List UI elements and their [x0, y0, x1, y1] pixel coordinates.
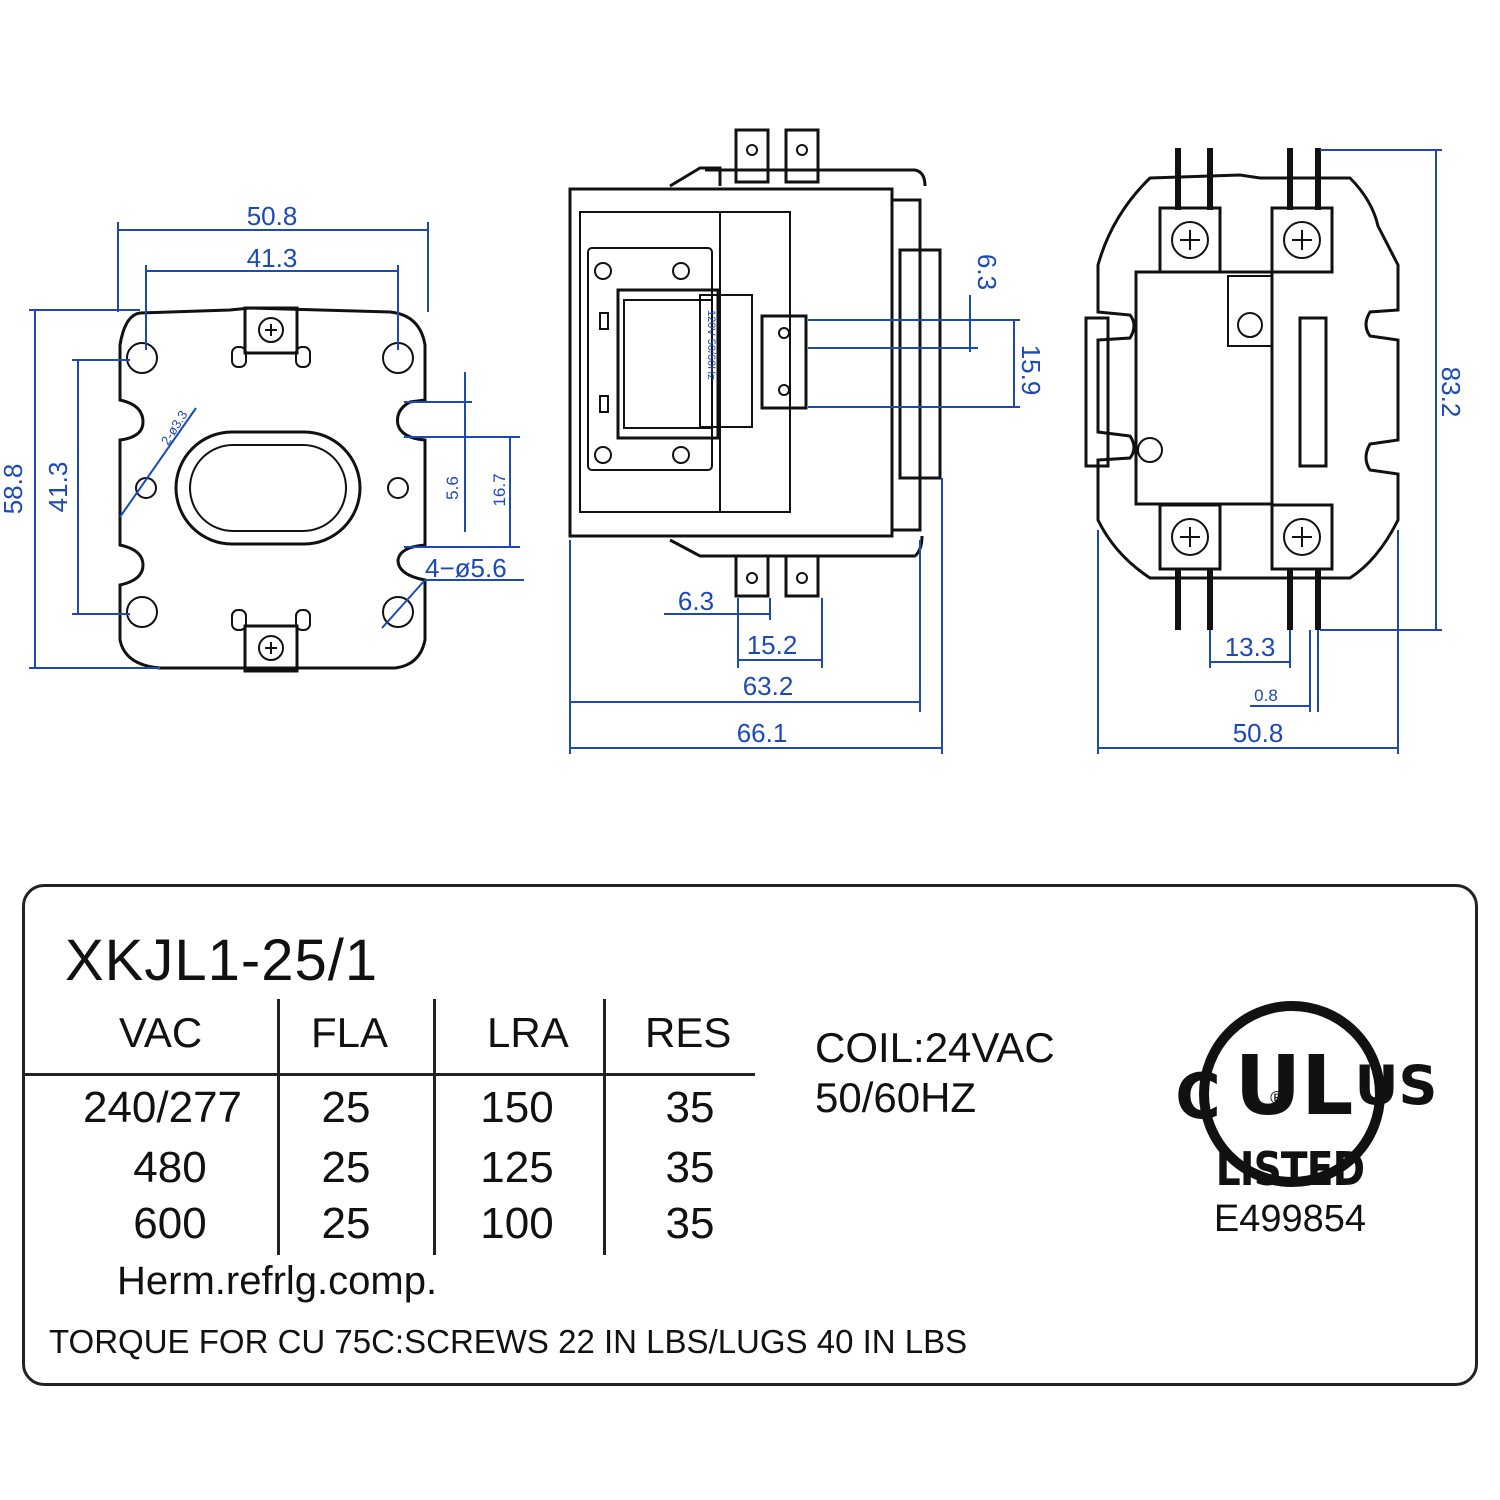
lug-bottom-left-screw-icon: [1171, 518, 1209, 556]
table-cell: 600: [133, 1199, 207, 1248]
ul-ring: [1199, 1001, 1385, 1187]
bottom-terminal: [243, 624, 299, 673]
dim-front-width: 50.8: [1233, 718, 1284, 748]
dim-bottom-terminal-span: 15.2: [747, 630, 798, 660]
bottom-left-tab: [734, 554, 770, 598]
hole-bottom-right: [382, 596, 414, 628]
mounting-plate-view: 50.8 41.3 58.8 41.3 5.6 16.7 4−ø5.6 2-ø3…: [0, 201, 524, 673]
front-view: 83.2 13.3 0.8 50.8: [1084, 148, 1466, 754]
table-cell: 25: [321, 1083, 371, 1132]
top-left-tab: [734, 128, 770, 184]
dim-plate-height: 58.8: [0, 464, 28, 515]
coil-label-plate: [699, 294, 753, 428]
registered-icon: ®: [1268, 1088, 1286, 1109]
model-number: XKJL1-25/1: [65, 928, 379, 993]
table-cell: 100: [480, 1199, 554, 1248]
dim-slot-span: 16.7: [490, 473, 509, 506]
coil-frequency: 50/60HZ: [815, 1074, 977, 1121]
plate-outline: [118, 306, 427, 670]
dim-mounting-holes: 4−ø5.6: [425, 553, 507, 583]
ul-us-letters: US: [1355, 1054, 1438, 1117]
table-cell: 35: [665, 1143, 715, 1192]
hole-bottom-left: [126, 596, 158, 628]
dim-gap: 0.8: [1254, 686, 1278, 705]
table-header-rule: [25, 1073, 755, 1076]
top-terminal: [243, 306, 299, 355]
front-center-block: [1134, 270, 1274, 506]
table-cell: 35: [665, 1199, 715, 1248]
front-right-bracket: [1298, 316, 1328, 468]
header-fla: FLA: [311, 1009, 389, 1056]
ul-letters: UL: [1235, 1039, 1354, 1134]
top-right-tab: [784, 128, 820, 184]
dim-lug-spacing: 13.3: [1225, 632, 1276, 662]
lug-bottom-left: [1158, 503, 1222, 571]
lug-bottom-right: [1270, 503, 1334, 571]
spec-panel: XKJL1-25/1 VAC FLA LRA RES 240/277 25 15…: [22, 884, 1478, 1386]
lug-bottom-right-screw-icon: [1283, 518, 1321, 556]
lug-top-left-screw-icon: [1171, 221, 1209, 259]
header-vac: VAC: [119, 1009, 203, 1056]
ul-listed-text: LISTED: [1215, 1142, 1365, 1196]
front-left-bracket: [1084, 316, 1110, 468]
dim-overall-width: 66.1: [737, 718, 788, 748]
dim-hole-spacing-y: 41.3: [43, 462, 73, 513]
coil: [616, 288, 720, 440]
side-view: 120V 50/60Hz: [568, 128, 1046, 754]
header-res: RES: [645, 1009, 732, 1056]
side-bracket: [898, 248, 942, 480]
dim-small-holes: 2-ø3.3: [158, 408, 191, 448]
dim-terminal-width: 6.3: [972, 254, 1002, 290]
hole-top-left: [126, 342, 158, 374]
lug-top-left: [1158, 206, 1222, 274]
table-divider: [603, 999, 606, 1255]
side-rail: [890, 198, 922, 532]
table-divider: [277, 999, 280, 1255]
header-lra: LRA: [487, 1009, 569, 1056]
coil-rating-label: 120V 50/60Hz: [705, 310, 717, 380]
dim-front-height: 83.2: [1436, 367, 1466, 418]
table-cell: 150: [480, 1083, 554, 1132]
ul-c-letter: C: [1175, 1060, 1221, 1133]
table-cell: 240/277: [82, 1083, 243, 1132]
center-oval-inner: [189, 444, 347, 532]
top-screw-icon: [258, 317, 284, 343]
bottom-right-tab: [784, 554, 820, 598]
dim-hole-spacing-x: 41.3: [247, 243, 298, 273]
side-terminal: [760, 314, 808, 410]
table-divider: [433, 999, 436, 1255]
front-body-outline: [1096, 173, 1400, 580]
lug-top-right-screw-icon: [1283, 221, 1321, 259]
table-cell: 125: [480, 1143, 554, 1192]
dim-body-width: 63.2: [743, 671, 794, 701]
torque-spec: TORQUE FOR CU 75C:SCREWS 22 IN LBS/LUGS …: [49, 1323, 968, 1360]
dim-bottom-terminal-width: 6.3: [678, 586, 714, 616]
dim-terminal-span: 15.9: [1016, 345, 1046, 396]
ul-file-number: E499854: [1213, 1198, 1367, 1240]
table-cell: 25: [321, 1143, 371, 1192]
center-oval-outer: [174, 430, 362, 546]
ul-listed-mark: C US UL ®: [1175, 1001, 1438, 1187]
bottom-screw-icon: [258, 635, 284, 661]
coil-rating: COIL:24VAC 50/60HZ: [815, 1023, 1055, 1123]
dim-plate-width: 50.8: [247, 201, 298, 231]
small-hole-right: [387, 477, 409, 499]
lug-top-right: [1270, 206, 1334, 274]
application-note: Herm.refrlg.comp.: [117, 1259, 438, 1303]
coil-voltage: COIL:24VAC: [815, 1024, 1055, 1071]
table-cell: 25: [321, 1199, 371, 1248]
dim-slot-gap: 5.6: [443, 476, 462, 500]
table-cell: 480: [133, 1143, 207, 1192]
technical-drawings: 50.8 41.3 58.8 41.3 5.6 16.7 4−ø5.6 2-ø3…: [0, 128, 1466, 754]
table-cell: 35: [665, 1083, 715, 1132]
